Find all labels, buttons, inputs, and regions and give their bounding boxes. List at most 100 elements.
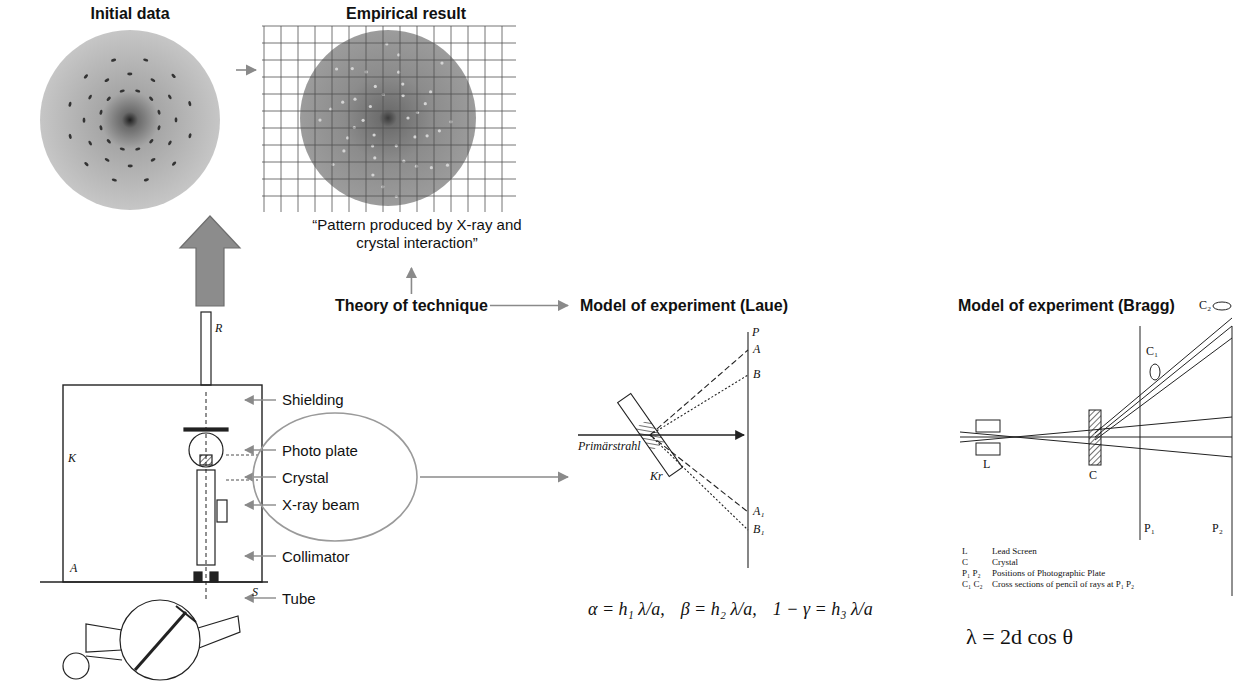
figure-part	[341, 101, 344, 104]
figure-part	[171, 73, 177, 79]
figure-part	[262, 196, 516, 197]
figure-part	[262, 111, 516, 112]
figure-label: Lead Screen	[992, 546, 1037, 556]
figure-part	[99, 109, 103, 115]
label-holder: Primärstrahl	[578, 440, 641, 453]
figure-label: Cross sections of pencil of rays at P₁ P…	[992, 579, 1134, 589]
figure-label: P₁	[1144, 522, 1155, 535]
figure-part	[135, 147, 141, 151]
label-holder: B₁	[753, 523, 765, 536]
ray	[650, 350, 748, 435]
plate-line	[226, 455, 258, 456]
figure-label: P₁ P₂	[962, 568, 981, 578]
crystal	[1089, 410, 1101, 465]
figure-label: A₁	[753, 505, 765, 518]
lead-screen	[976, 443, 1000, 455]
figure-part	[400, 26, 401, 212]
image-panel: Initial data	[30, 4, 234, 216]
figure-label: L	[962, 546, 968, 556]
figure-part	[413, 135, 416, 138]
figure-part	[415, 165, 418, 168]
label-holder: P₁	[1144, 522, 1155, 535]
text-holder: Empirical result	[346, 4, 466, 23]
base-line	[40, 581, 268, 583]
figure-part	[426, 134, 429, 137]
formula-row: α = h₁ λ/a,β = h₂ λ/a,1 − γ = h₃ λ/a	[588, 598, 873, 620]
figure-part	[366, 26, 367, 212]
figure-part	[262, 128, 516, 129]
figure-label: Kr	[650, 470, 663, 483]
tube-bulb	[120, 600, 200, 680]
figure-part	[262, 162, 516, 163]
figure-label: C₂	[1199, 299, 1211, 312]
tube-pipe	[201, 312, 211, 385]
figure-part	[144, 178, 150, 182]
tube-arm	[86, 624, 122, 652]
figure-label: R	[215, 322, 222, 335]
node-title: Model of experiment (Laue)	[580, 296, 788, 315]
label-holder: Positions of Photographic Plate	[992, 568, 1105, 578]
figure-part	[429, 90, 432, 93]
figure-part	[446, 164, 449, 167]
figure-part	[262, 77, 516, 78]
ray	[1092, 444, 1232, 457]
crystal-slab	[618, 394, 683, 477]
figure-part	[395, 195, 398, 198]
label-holder: P₁ P₂	[962, 568, 981, 578]
tube-end	[63, 653, 89, 679]
figure-part	[502, 26, 503, 212]
figure-label: P	[752, 326, 759, 339]
figure-part	[402, 94, 405, 97]
figure-part	[119, 89, 125, 93]
ray	[960, 430, 1092, 442]
figure-label: β = h₂ λ/a,	[681, 598, 757, 620]
figure-part	[342, 149, 345, 152]
node-text: “Pattern produced by X-ray and crystal i…	[304, 216, 530, 252]
figure-label: A	[70, 562, 77, 575]
crystal-holder	[189, 433, 223, 467]
figure-part	[318, 119, 321, 122]
figure-part	[353, 98, 356, 101]
primary-beam	[578, 434, 744, 435]
label-holder: Shielding	[282, 391, 344, 408]
figure-part	[40, 30, 220, 210]
text-holder: Model of experiment (Laue)	[580, 296, 788, 315]
figure-part	[440, 62, 443, 65]
figure-part	[434, 26, 435, 212]
figure-part	[111, 178, 117, 182]
node-title: Initial data	[30, 4, 230, 23]
collimator-piece	[194, 572, 202, 582]
flow-arrow	[236, 69, 256, 71]
figure-part	[406, 116, 409, 119]
figure-part	[99, 125, 103, 131]
figure-part	[401, 83, 404, 86]
ray	[650, 435, 748, 512]
label-holder: A	[753, 343, 760, 356]
figure-part	[83, 74, 89, 80]
collimator-piece	[210, 572, 218, 582]
figure-part	[167, 94, 172, 100]
holder-column	[197, 470, 215, 565]
figure-part	[104, 78, 110, 83]
text-holder: Crystal	[282, 469, 329, 486]
figure-part	[369, 105, 372, 108]
figure-part	[332, 26, 333, 212]
figure-part	[430, 166, 433, 169]
label-holder: C₁	[1146, 345, 1158, 358]
label-holder: Cross sections of pencil of rays at P₁ P…	[992, 579, 1134, 589]
figure-part	[424, 102, 427, 105]
lead-screen	[976, 420, 1000, 432]
tube-arm	[198, 616, 240, 648]
plate-line	[1232, 326, 1233, 596]
leader-arrow	[245, 555, 276, 556]
figure-part	[188, 101, 192, 107]
figure-part	[281, 26, 282, 212]
node-title: Empirical result	[346, 4, 466, 23]
figure-label: λ = 2d cos θ	[966, 624, 1073, 650]
figure-part	[171, 161, 177, 167]
figure-part	[143, 58, 149, 62]
label-holder: A₁	[753, 505, 765, 518]
cross-section	[1150, 364, 1160, 380]
label-holder: S	[252, 586, 258, 599]
